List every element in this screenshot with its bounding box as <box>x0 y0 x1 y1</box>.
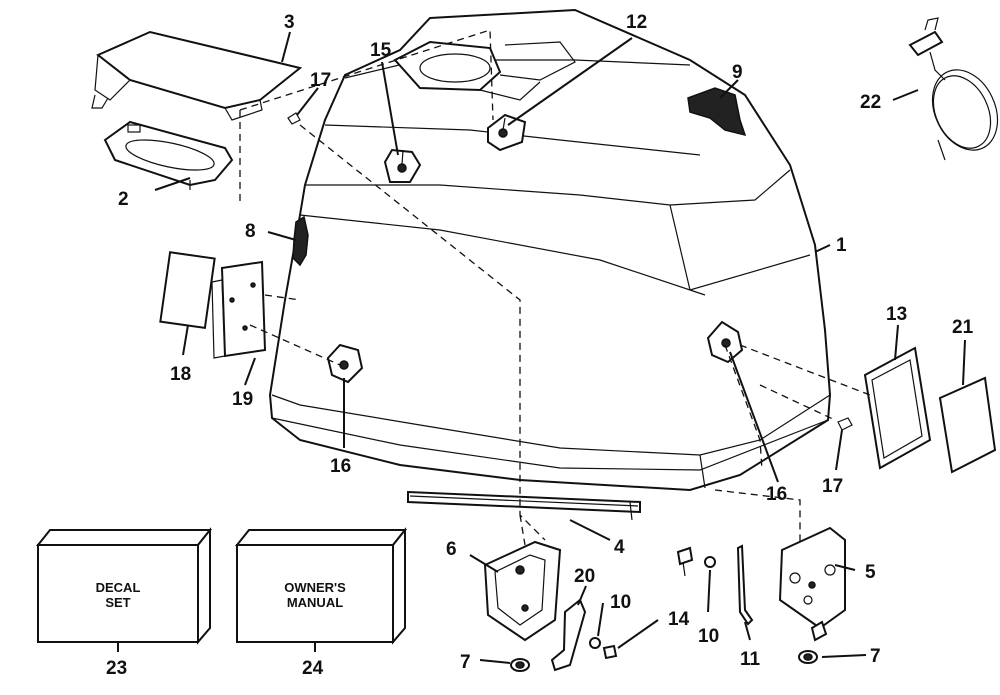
callout-4: 4 <box>614 537 625 558</box>
callout-15: 15 <box>370 40 392 61</box>
callout-5: 5 <box>865 562 876 583</box>
callout-6: 6 <box>446 539 457 560</box>
lanyard-22 <box>908 17 999 161</box>
callout-10-upper: 10 <box>698 626 719 647</box>
leader-lines <box>117 31 966 664</box>
retainer-clip-16-left <box>326 343 364 384</box>
engine-cover <box>268 8 832 492</box>
panel-21 <box>938 376 997 474</box>
callout-3: 3 <box>284 12 295 33</box>
latch-plate-5 <box>778 526 846 642</box>
manual-line1: OWNER'S <box>284 580 346 595</box>
callout-9: 9 <box>732 62 743 83</box>
callout-14: 14 <box>668 609 690 630</box>
callout-2: 2 <box>118 189 129 210</box>
retainer-clip-15 <box>383 148 422 183</box>
bolt-14 <box>676 546 694 577</box>
washer-10-lower <box>589 637 601 649</box>
callout-16-left: 16 <box>330 456 351 477</box>
callout-12: 12 <box>626 12 647 33</box>
latch-bracket-6 <box>483 540 562 642</box>
callout-16-right: 16 <box>766 484 787 505</box>
callout-17-top: 17 <box>310 70 331 91</box>
assembly-lines <box>239 29 871 546</box>
screw-near-10 <box>602 644 618 660</box>
decal-18 <box>159 251 216 329</box>
decal-line2: SET <box>105 595 130 610</box>
intake-plate <box>103 120 234 190</box>
screw-17-right <box>837 417 853 431</box>
callouts: 1 2 3 4 5 6 7 7 8 9 10 10 11 12 13 14 15… <box>106 12 974 679</box>
callout-7-left: 7 <box>460 652 471 673</box>
retainer-clip-12 <box>487 113 527 152</box>
callout-7-right: 7 <box>870 646 881 667</box>
callout-11: 11 <box>740 649 761 670</box>
clip-11 <box>736 544 754 626</box>
callout-21: 21 <box>952 317 974 338</box>
insulation-patch-8 <box>292 215 309 267</box>
panel-13 <box>863 346 932 470</box>
manual-line2: MANUAL <box>287 595 343 610</box>
callout-20: 20 <box>574 566 595 587</box>
owners-manual-box: OWNER'S MANUAL <box>234 527 408 645</box>
insulation-patch-9 <box>687 87 747 137</box>
callout-23: 23 <box>106 658 127 679</box>
callout-22: 22 <box>860 92 881 113</box>
callout-18: 18 <box>170 364 191 385</box>
cover-lid <box>91 30 303 121</box>
grommet-7-right <box>798 650 818 664</box>
plate-19 <box>211 260 267 359</box>
callout-19: 19 <box>232 389 253 410</box>
latch-lever-20 <box>550 598 587 672</box>
callout-10-lower: 10 <box>610 592 631 613</box>
callout-8: 8 <box>245 221 256 242</box>
callout-24: 24 <box>302 658 324 679</box>
callout-17-right: 17 <box>822 476 843 497</box>
decal-line1: DECAL <box>96 580 141 595</box>
screw-17-top <box>287 112 301 125</box>
grommet-7-left <box>510 658 530 672</box>
callout-13: 13 <box>886 304 907 325</box>
decal-set-box: DECAL SET <box>35 527 213 645</box>
washer-10-upper <box>704 556 716 568</box>
callout-1: 1 <box>836 235 847 256</box>
seal-strip <box>407 490 641 521</box>
